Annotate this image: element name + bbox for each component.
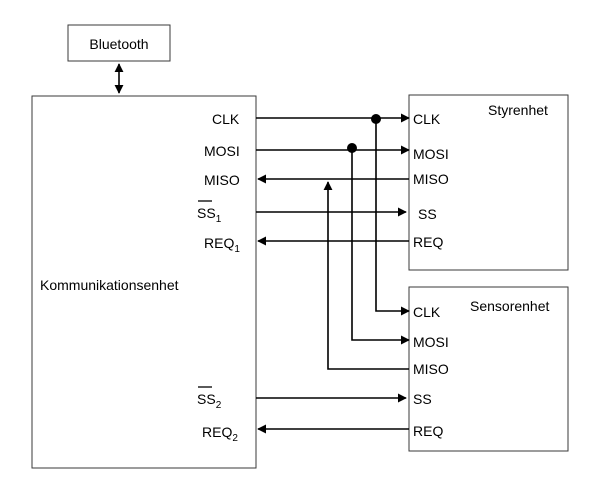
comm-pin-ss2: SS2 (197, 391, 222, 411)
ss2-subscript: 2 (216, 400, 222, 411)
styrenhet-label: Styrenhet (488, 102, 548, 118)
req2-base: REQ (202, 424, 232, 440)
comm-pin-ss1: SS1 (197, 205, 222, 225)
ss2-base: SS (197, 391, 216, 407)
sensor-pin-mosi: MOSI (413, 334, 449, 350)
req1-base: REQ (204, 235, 234, 251)
ss1-base: SS (197, 205, 216, 221)
styrenhet-block (408, 94, 569, 271)
comm-pin-miso: MISO (204, 172, 240, 188)
req1-subscript: 1 (234, 244, 240, 255)
ss1-subscript: 1 (216, 214, 222, 225)
miso-wire-sensor (323, 181, 409, 370)
sensorenhet-label: Sensorenhet (470, 298, 550, 314)
req2-subscript: 2 (232, 433, 238, 444)
clk-junction-dot (371, 114, 381, 124)
clk-wire-sensor (375, 119, 410, 316)
comm-pin-req1: REQ1 (204, 235, 240, 255)
comm-pin-req2: REQ2 (202, 424, 238, 444)
mosi-junction-dot (347, 143, 357, 153)
comm-pin-mosi: MOSI (204, 143, 240, 159)
sensor-pin-clk: CLK (413, 304, 441, 320)
styr-pin-clk: CLK (413, 111, 441, 127)
styr-pin-mosi: MOSI (413, 146, 449, 162)
sensor-pin-req: REQ (413, 423, 443, 439)
kommunikationsenhet-block (31, 95, 257, 469)
sensor-pin-ss: SS (413, 391, 432, 407)
bluetooth-block (67, 24, 171, 62)
styr-pin-req: REQ (413, 234, 443, 250)
sensor-pin-miso: MISO (413, 361, 449, 377)
kommunikationsenhet-label: Kommunikationsenhet (40, 277, 179, 293)
styr-pin-miso: MISO (413, 171, 449, 187)
sensorenhet-block (408, 286, 569, 452)
comm-pin-clk: CLK (212, 111, 240, 127)
styr-pin-ss: SS (418, 206, 437, 222)
bluetooth-label: Bluetooth (89, 36, 148, 52)
